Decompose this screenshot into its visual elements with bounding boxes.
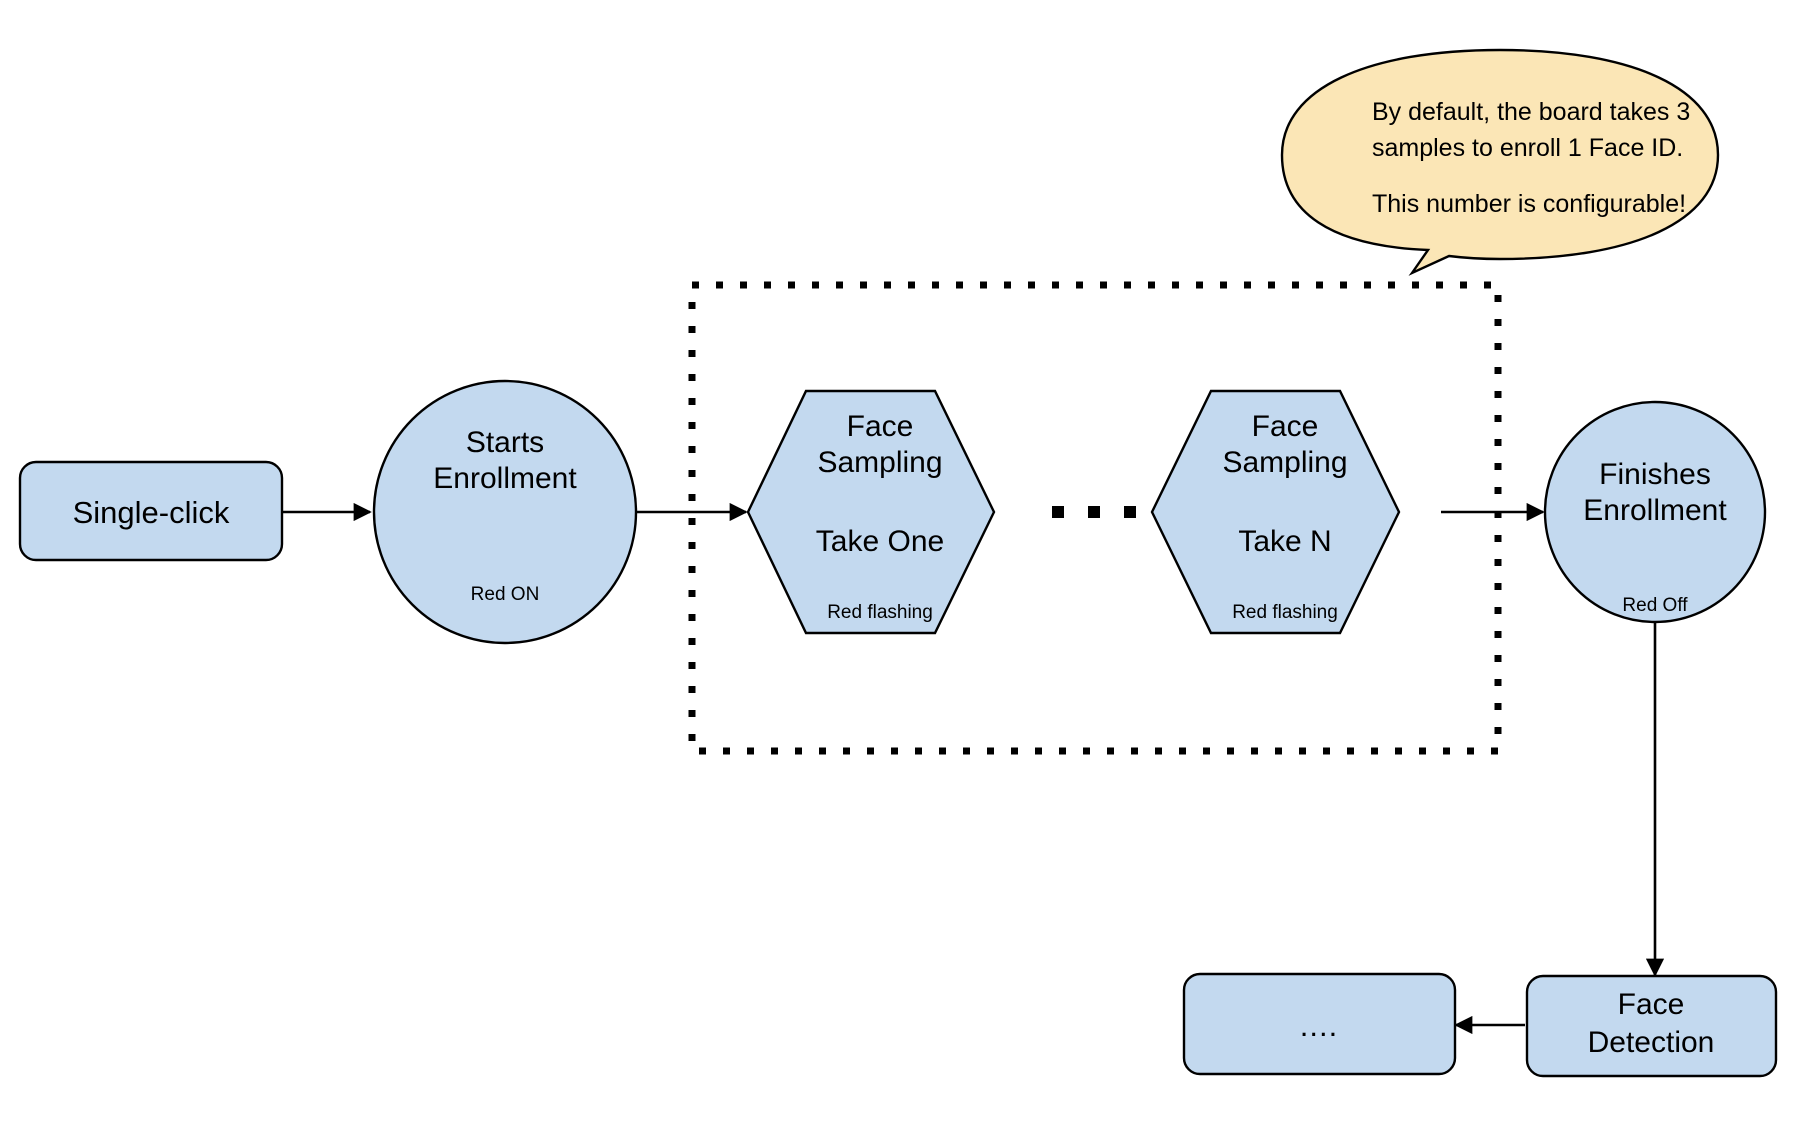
callout-line3: This number is configurable! (1372, 190, 1686, 218)
face-sampling-one-status: Red flashing (827, 602, 933, 623)
node-starts-enrollment[interactable]: Starts Enrollment Red ON (372, 379, 638, 645)
node-face-detection[interactable]: Face Detection (1525, 974, 1778, 1078)
node-single-click[interactable]: Single-click (18, 460, 284, 562)
face-detection-label-line1: Face (1618, 988, 1685, 1021)
finishes-enrollment-status: Red Off (1622, 595, 1688, 616)
face-sampling-n-label-line1: Face (1252, 410, 1319, 443)
face-sampling-one-label-line2: Sampling (817, 446, 942, 479)
face-sampling-one-label-line1: Face (847, 410, 914, 443)
face-sampling-one-take: Take One (816, 525, 944, 558)
repeat-group-border (688, 281, 1502, 755)
callout-line2: samples to enroll 1 Face ID. (1372, 134, 1683, 162)
node-more-steps[interactable]: .... (1182, 972, 1457, 1076)
face-detection-label-line2: Detection (1588, 1026, 1715, 1059)
face-sampling-n-status: Red flashing (1232, 602, 1338, 623)
face-sampling-n-take: Take N (1238, 525, 1331, 558)
node-finishes-enrollment[interactable]: Finishes Enrollment Red Off (1543, 400, 1767, 624)
finishes-enrollment-label-line2: Enrollment (1583, 494, 1727, 527)
node-face-sampling-n[interactable]: Face Sampling Take N Red flashing (1150, 389, 1401, 635)
more-steps-label: .... (1300, 1008, 1338, 1043)
starts-enrollment-label-line2: Enrollment (433, 462, 577, 495)
starts-enrollment-label-line1: Starts (466, 426, 544, 459)
face-sampling-n-label-line2: Sampling (1222, 446, 1347, 479)
starts-enrollment-status: Red ON (471, 584, 540, 605)
sampling-ellipsis (1052, 506, 1136, 518)
node-face-sampling-one[interactable]: Face Sampling Take One Red flashing (746, 389, 996, 635)
single-click-label: Single-click (73, 495, 230, 530)
callout-line1: By default, the board takes 3 (1372, 98, 1690, 126)
callout-note: By default, the board takes 3 samples to… (1280, 48, 1720, 276)
finishes-enrollment-label-line1: Finishes (1599, 458, 1711, 491)
